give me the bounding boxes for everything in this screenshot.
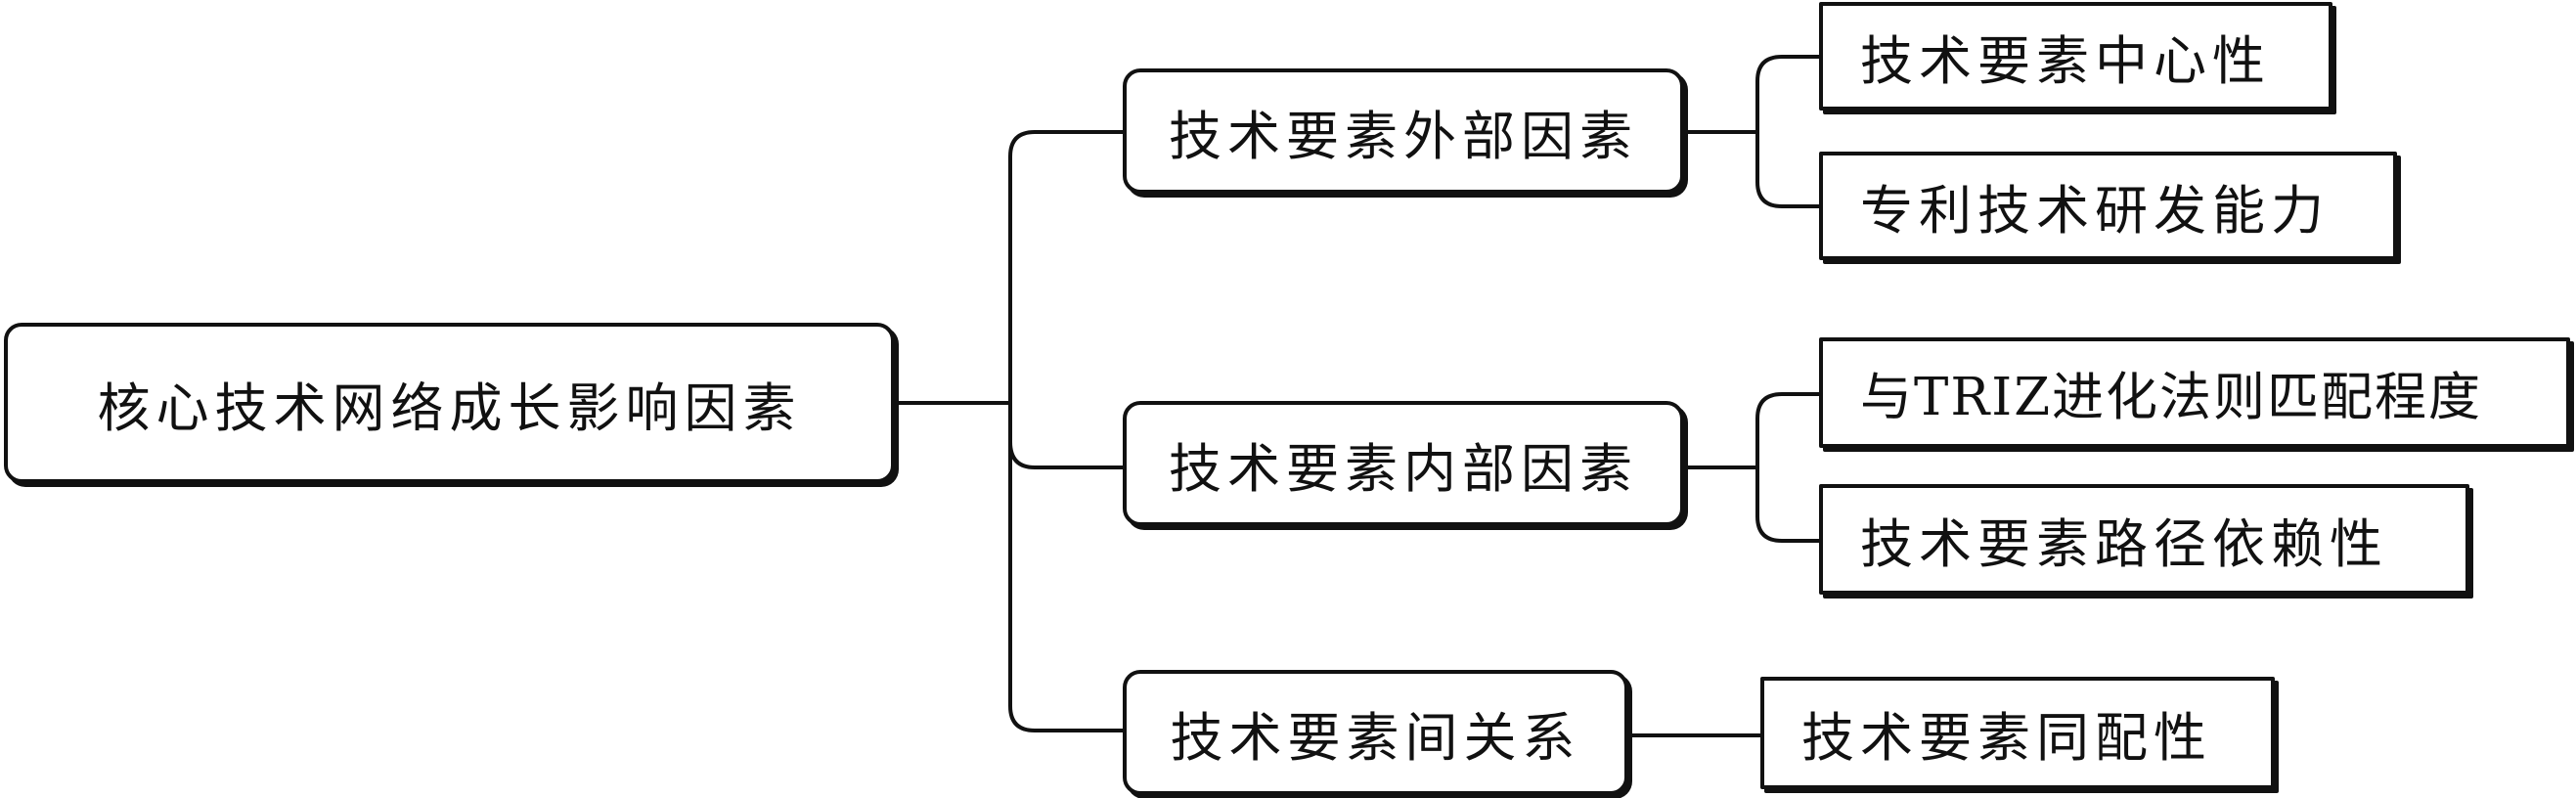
branch-node-external: 技术要素外部因素 xyxy=(1123,68,1684,194)
leaf-node: 技术要素同配性 xyxy=(1760,677,2275,789)
branch-label: 技术要素外部因素 xyxy=(1169,105,1638,167)
root-label: 核心技术网络成长影响因素 xyxy=(97,377,802,439)
connector-trunk xyxy=(1008,130,1123,732)
branch-label: 技术要素间关系 xyxy=(1170,706,1581,769)
leaf-label: 与TRIZ进化法则匹配程度 xyxy=(1860,367,2483,427)
leaf-label: 技术要素中心性 xyxy=(1860,30,2271,92)
connector-branch-2-fork xyxy=(1755,392,1819,543)
branch-node-relations: 技术要素间关系 xyxy=(1123,670,1628,795)
branch-node-internal: 技术要素内部因素 xyxy=(1123,401,1684,526)
connector-branch-2 xyxy=(1008,441,1123,469)
leaf-label: 技术要素路径依赖性 xyxy=(1860,513,2388,575)
leaf-node: 与TRIZ进化法则匹配程度 xyxy=(1819,337,2570,448)
root-node: 核心技术网络成长影响因素 xyxy=(4,323,895,483)
branch-label: 技术要素内部因素 xyxy=(1169,437,1638,500)
leaf-label: 专利技术研发能力 xyxy=(1860,180,2330,242)
leaf-node: 专利技术研发能力 xyxy=(1819,152,2397,260)
leaf-label: 技术要素同配性 xyxy=(1801,707,2212,769)
leaf-node: 技术要素中心性 xyxy=(1819,2,2332,111)
connector-branch-1-fork xyxy=(1755,55,1819,208)
leaf-node: 技术要素路径依赖性 xyxy=(1819,484,2469,595)
